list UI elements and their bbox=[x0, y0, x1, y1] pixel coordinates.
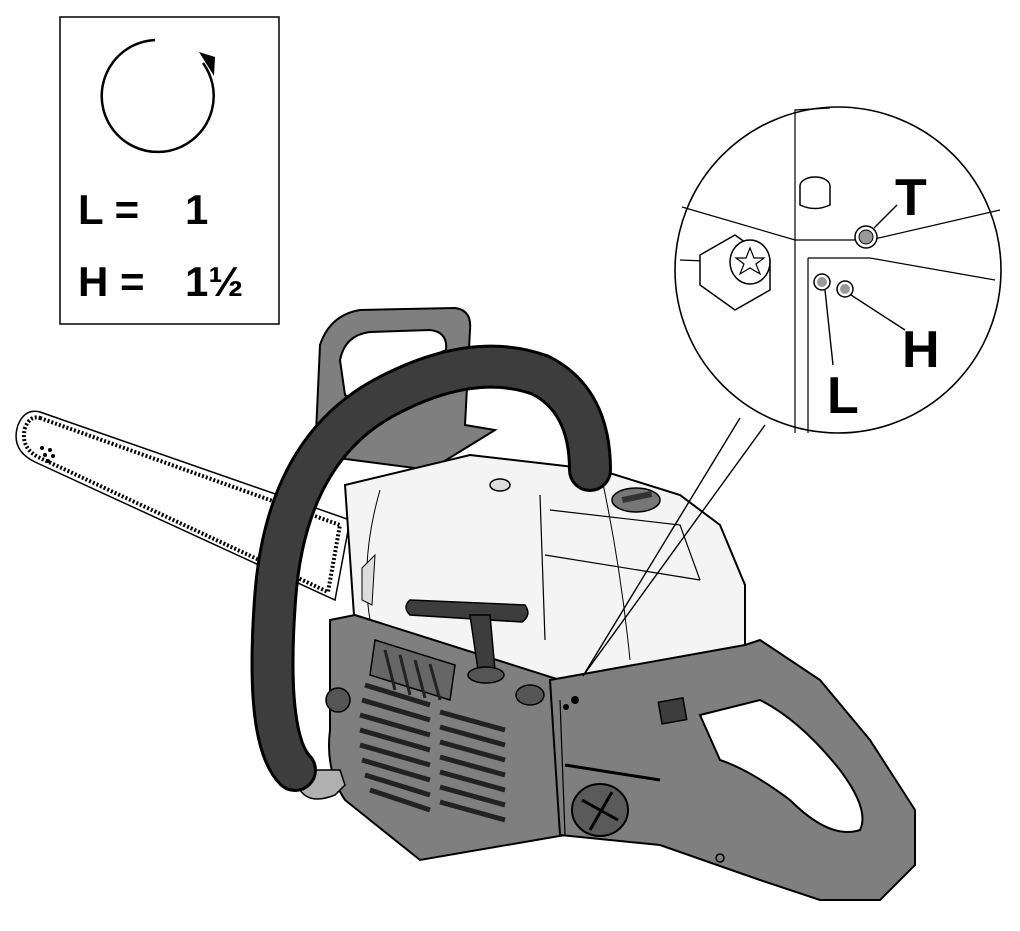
rear-handle bbox=[548, 638, 916, 901]
upper-vent-grille bbox=[369, 639, 456, 701]
bar-nose-rivets bbox=[40, 446, 55, 463]
chain-brake-knob bbox=[325, 687, 351, 713]
cooling-fins bbox=[359, 682, 506, 823]
idle-speed-screw bbox=[799, 176, 831, 210]
high-speed-label: H = bbox=[78, 258, 145, 305]
adjustment-settings-box: L = 1 H = 1½ bbox=[59, 16, 280, 325]
starter-handle bbox=[405, 599, 529, 684]
carb-mounting-bolt bbox=[699, 234, 771, 311]
low-speed-label: L = bbox=[78, 186, 139, 233]
carburetor-callout: T H L bbox=[582, 106, 1002, 677]
crankcase-housing bbox=[325, 613, 567, 862]
front-handle-bar bbox=[250, 344, 612, 800]
clockwise-rotation-arrow-icon bbox=[100, 38, 215, 154]
fuel-cap bbox=[611, 487, 661, 513]
choke-knob bbox=[571, 783, 629, 837]
chainsaw-illustration bbox=[15, 306, 916, 901]
high-speed-value: 1½ bbox=[185, 258, 243, 305]
h-label: H bbox=[902, 321, 940, 379]
l-label: L bbox=[827, 367, 859, 425]
low-speed-value: 1 bbox=[185, 186, 208, 233]
callout-detail bbox=[679, 107, 1001, 433]
t-label: T bbox=[895, 169, 927, 227]
